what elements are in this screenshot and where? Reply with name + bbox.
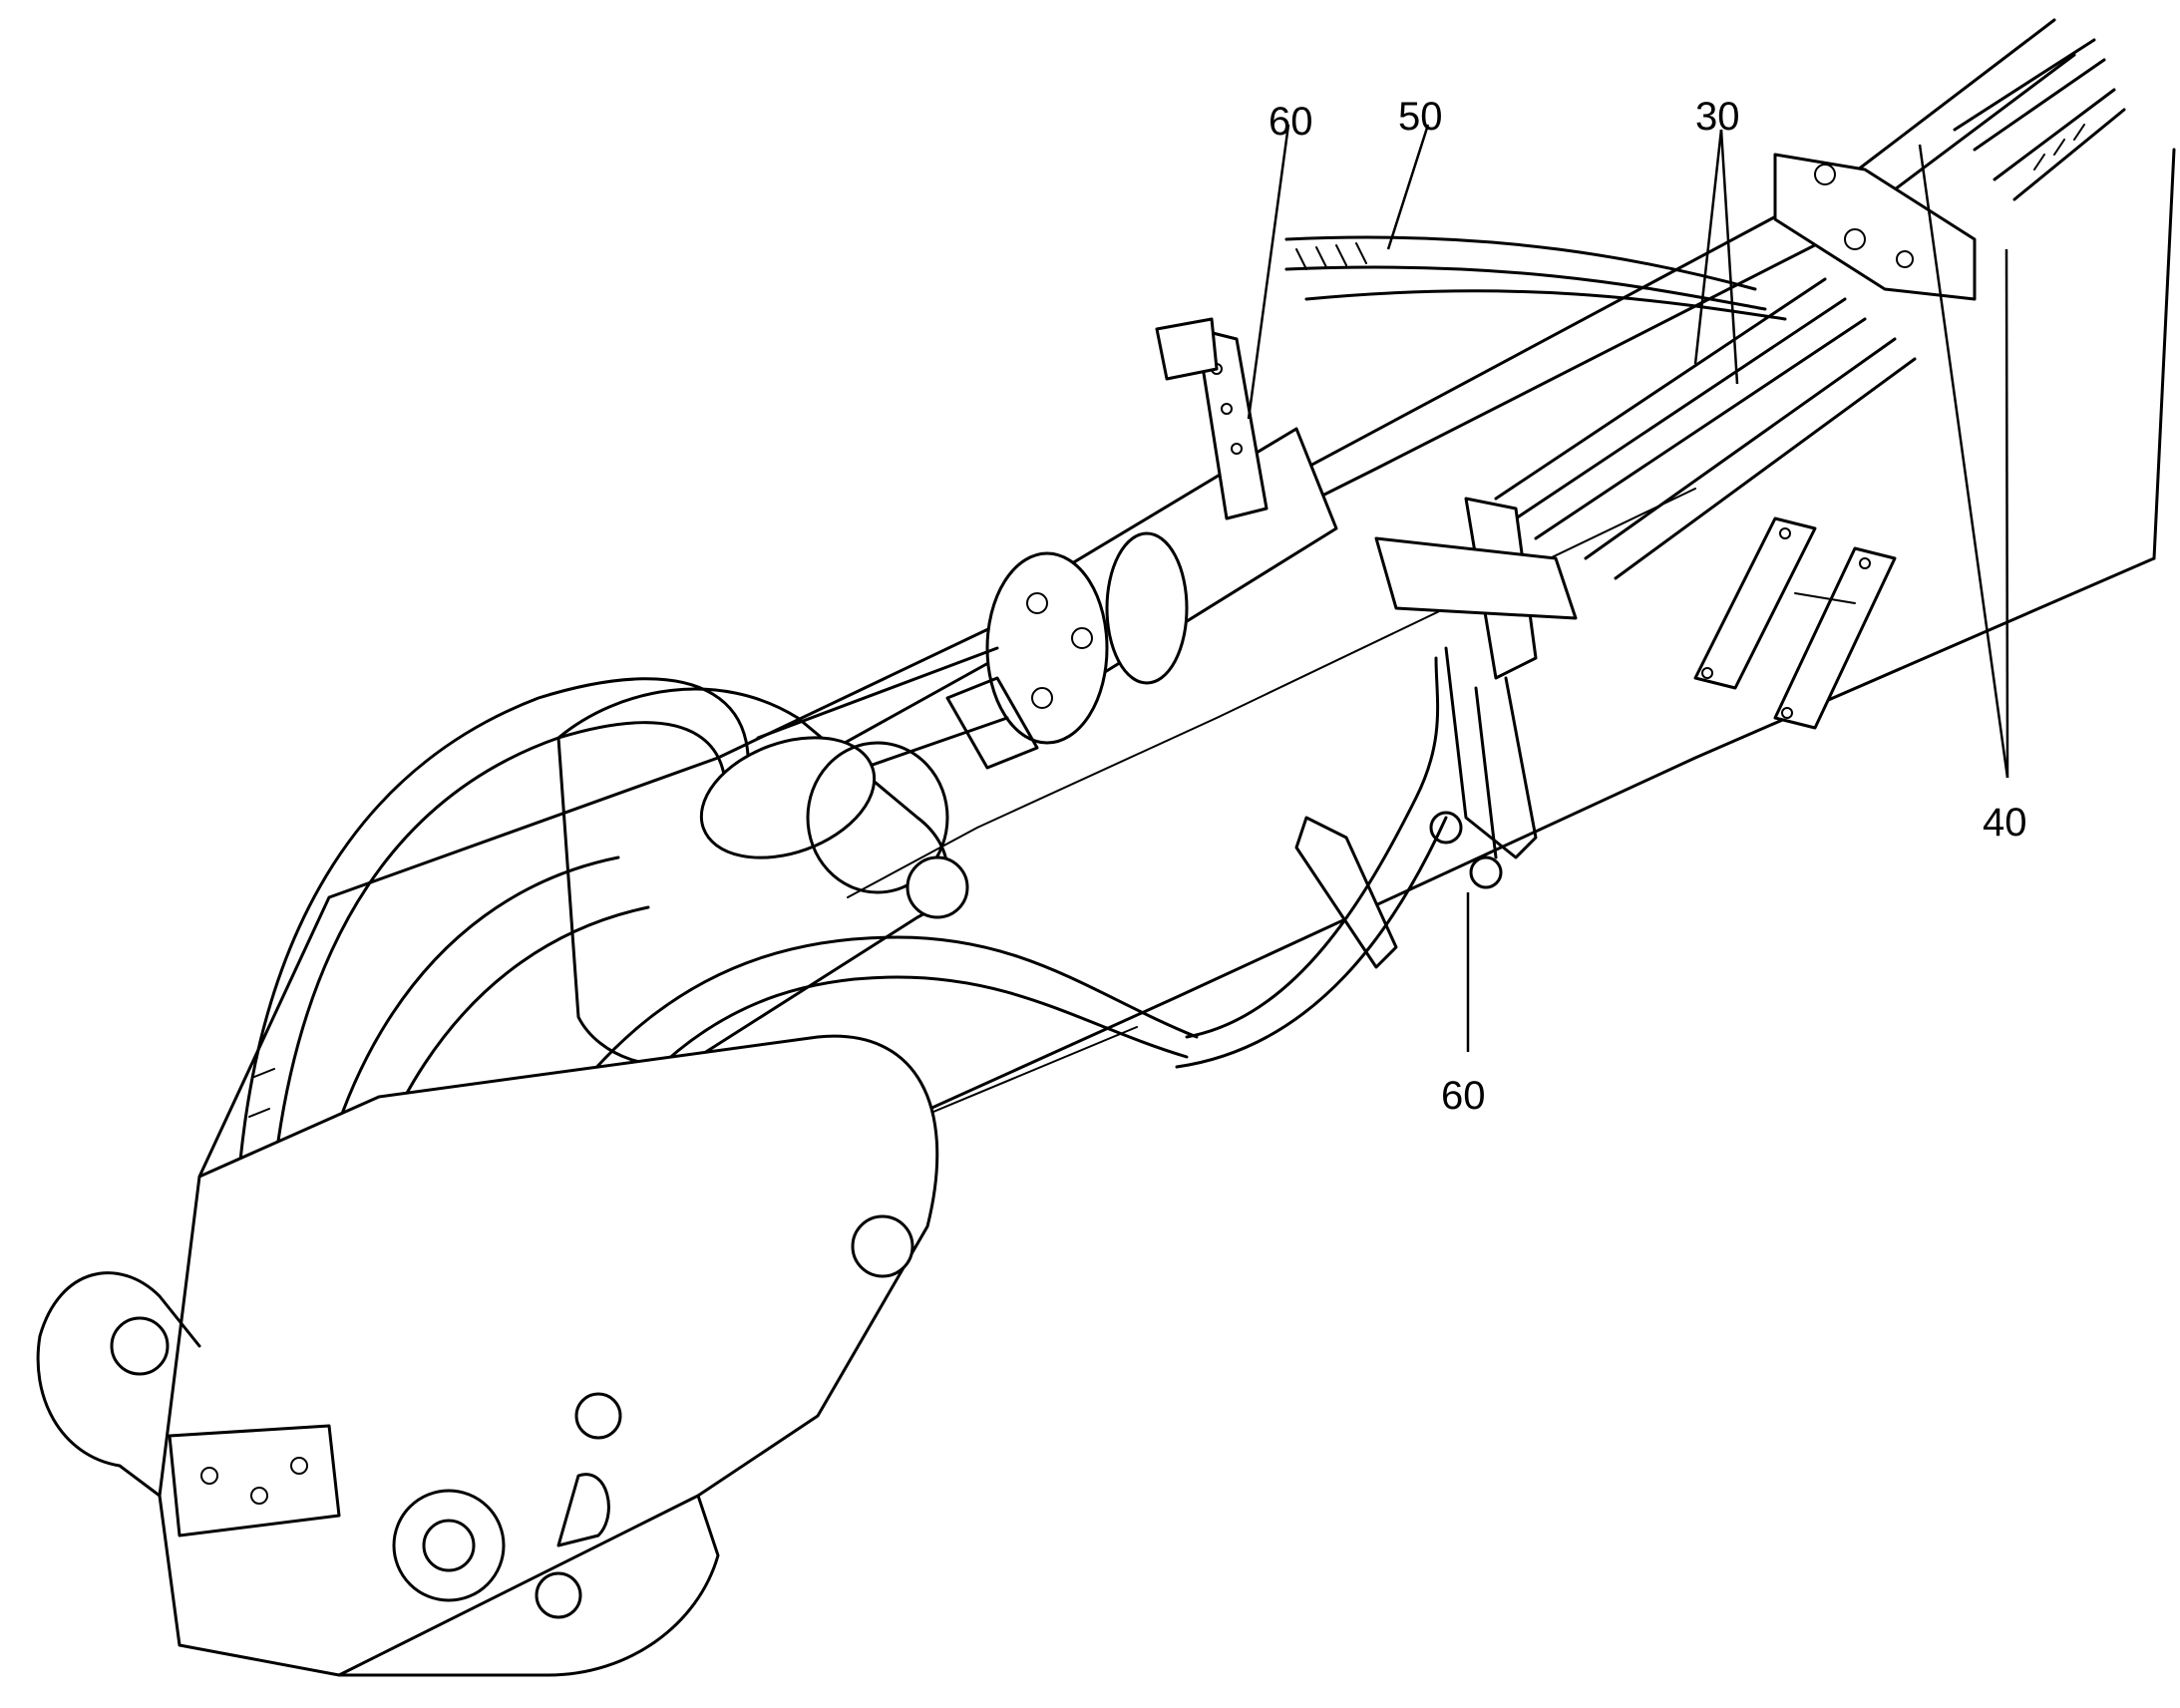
label-60-upper: 60 <box>1269 100 1313 144</box>
leader-60-upper <box>1247 124 1290 420</box>
leader-lines <box>1247 124 2009 1052</box>
reference-numerals: 60 50 30 40 60 <box>1269 95 2027 1118</box>
wear-plates <box>1294 516 1897 969</box>
label-40: 40 <box>1983 801 2027 845</box>
leader-40b <box>2004 248 2009 779</box>
leader-40a <box>1918 144 2009 779</box>
hose-bundle <box>1284 38 2126 580</box>
upper-bracket <box>1155 317 1269 520</box>
label-60-lower: 60 <box>1441 1074 1486 1118</box>
label-50: 50 <box>1398 95 1443 139</box>
lower-bracket <box>1374 497 1578 889</box>
label-30: 30 <box>1695 95 1740 139</box>
linkage-arm <box>556 687 969 1067</box>
quick-coupler <box>36 1034 939 1677</box>
rear-clamp-block <box>1773 153 1977 301</box>
leader-50 <box>1386 124 1430 250</box>
leader-30a <box>1693 129 1723 365</box>
leader-30b <box>1719 129 1739 385</box>
